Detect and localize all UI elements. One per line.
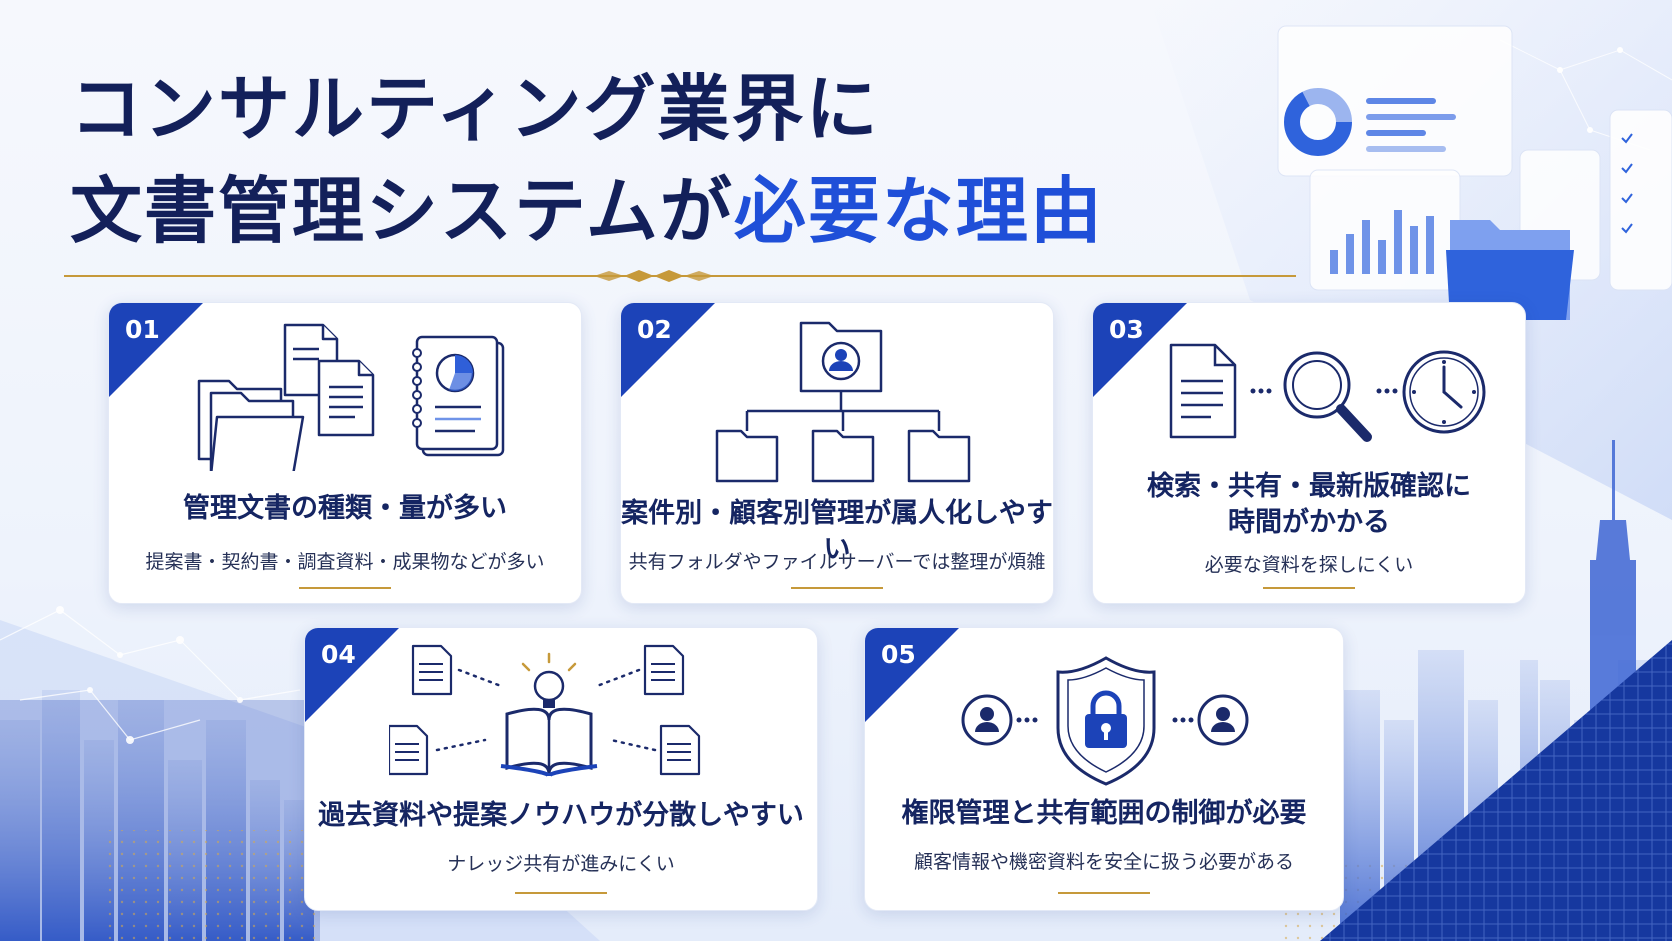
- open-book-lightbulb-icon: [389, 644, 701, 778]
- card-desc: 顧客情報や機密資料を安全に扱う必要がある: [913, 851, 1294, 873]
- reason-card-04: 04 過去資料や提案ノウハウが分散しやすい ナレッジ共有が進みにくい: [304, 627, 818, 911]
- card-underline: [299, 587, 391, 589]
- card-desc: ナレッジ共有が進みにくい: [447, 853, 675, 875]
- card-corner-badge: [305, 628, 399, 722]
- card-desc: 提案書・契約書・調査資料・成果物などが多い: [145, 551, 545, 573]
- title-accent: 必要な理由: [733, 168, 1104, 253]
- card-number: 03: [1109, 315, 1144, 344]
- reason-card-01: 01 管理文書の種類・量が多い 提案書・契約書・調査資料・成果物などが多い: [108, 302, 582, 604]
- document-icon: [1169, 343, 1237, 439]
- card-corner-badge: [1093, 303, 1187, 397]
- card-title: 案件別・顧客別管理が属人化しやすい: [621, 498, 1053, 565]
- folder-tree-icon: [715, 321, 971, 483]
- reason-card-02: 02 案件別・顧客別管理が属人化しやすい 共有フォルダやファイルサーバーでは整理…: [620, 302, 1054, 604]
- card-number: 04: [321, 640, 356, 669]
- card-number: 02: [637, 315, 672, 344]
- card-title-line-1: 検索・共有・最新版確認に: [1147, 471, 1471, 502]
- magnifier-icon: [1250, 351, 1398, 442]
- card-title: 権限管理と共有範囲の制御が必要: [901, 798, 1307, 829]
- reason-card-05: 05 権限管理と共有範囲の制御が必要 顧客情報や機密資料を安全に扱う必要がある: [864, 627, 1344, 911]
- card-number: 01: [125, 315, 160, 344]
- user-icon: [961, 694, 1013, 746]
- card-number: 05: [881, 640, 916, 669]
- card-desc: 共有フォルダやファイルサーバーでは整理が煩雑: [628, 551, 1046, 573]
- card-underline: [515, 892, 607, 894]
- reason-card-03: 03 検索・共有・最新版確認に 時間がかかる 必要な資料を探しにくい: [1092, 302, 1526, 604]
- card-desc: 必要な資料を探しにくい: [1204, 554, 1414, 576]
- user-icon: [1197, 694, 1249, 746]
- security-shield-lock-icon: [961, 656, 1249, 786]
- document-icon: [283, 323, 375, 437]
- card-underline: [791, 587, 883, 589]
- folder-stack-icon: [197, 379, 305, 471]
- card-corner-badge: [865, 628, 959, 722]
- card-corner-badge: [109, 303, 203, 397]
- card-title-line-2: 時間がかかる: [1228, 507, 1390, 538]
- card-title: 過去資料や提案ノウハウが分散しやすい: [318, 800, 804, 831]
- report-notebook-icon: [412, 335, 505, 457]
- card-underline: [1058, 892, 1150, 894]
- title-divider: [64, 270, 1296, 282]
- card-corner-badge: [621, 303, 715, 397]
- page-title: コンサルティング業界に 文書管理システムが必要な理由: [70, 58, 1104, 262]
- card-underline: [1263, 587, 1355, 589]
- dashboard-illustration: [1277, 25, 1672, 320]
- clock-icon: [1402, 350, 1486, 434]
- title-line-1: コンサルティング業界に: [70, 66, 880, 151]
- title-line-2: 文書管理システムが必要な理由: [70, 160, 1104, 262]
- card-title: 管理文書の種類・量が多い: [183, 493, 507, 524]
- title-line-2-plain: 文書管理システムが: [70, 168, 734, 253]
